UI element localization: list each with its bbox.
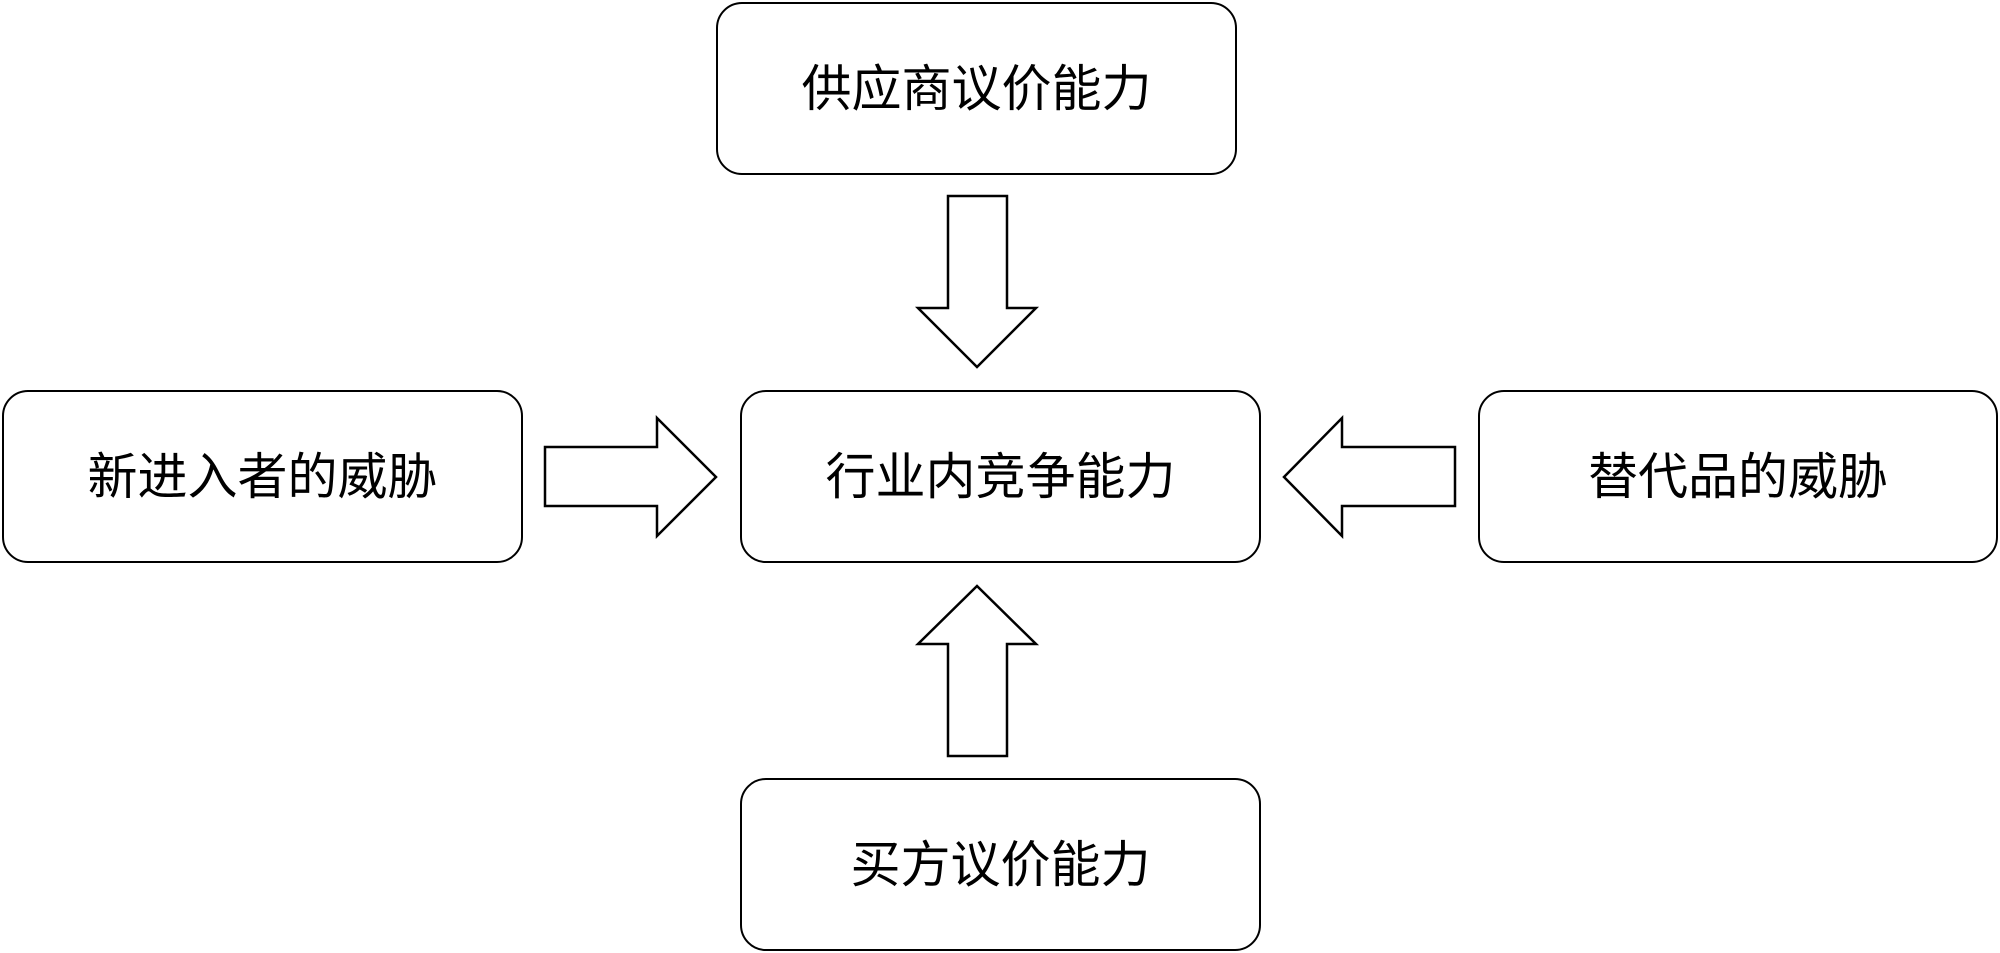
- substitutes-threat-label: 替代品的威胁: [1588, 447, 1888, 506]
- arrow-right-icon: [543, 414, 718, 540]
- buyer-bargaining-power-label: 买方议价能力: [850, 835, 1151, 894]
- arrow-left-icon: [1282, 414, 1457, 540]
- arrow-down-icon: [914, 194, 1040, 369]
- buyer-bargaining-power-box: 买方议价能力: [740, 778, 1261, 951]
- supplier-bargaining-power-label: 供应商议价能力: [801, 59, 1152, 118]
- new-entrants-threat-label: 新进入者的威胁: [87, 447, 438, 506]
- arrow-up-icon: [914, 584, 1040, 758]
- substitutes-threat-box: 替代品的威胁: [1478, 390, 1998, 563]
- industry-competition-box: 行业内竞争能力: [740, 390, 1261, 563]
- new-entrants-threat-box: 新进入者的威胁: [2, 390, 523, 563]
- supplier-bargaining-power-box: 供应商议价能力: [716, 2, 1237, 175]
- industry-competition-label: 行业内竞争能力: [825, 447, 1176, 506]
